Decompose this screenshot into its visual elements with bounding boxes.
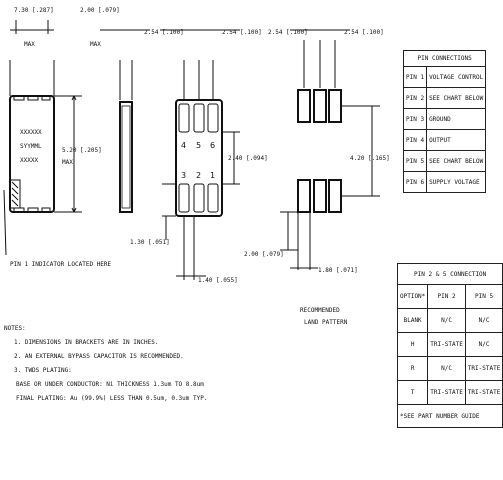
dim-body-len: 5.20 [.205] (62, 147, 102, 154)
land-pad-2 (313, 89, 327, 123)
dim-land-h: 1.80 [.071] (318, 267, 358, 274)
pin1-note: PIN 1 INDICATOR LOCATED HERE (10, 261, 112, 268)
pin-num-6: 6 (210, 141, 215, 150)
package-top-view (9, 95, 55, 213)
land-pad-3 (328, 89, 342, 123)
marking-line-2: SYYMML (20, 143, 42, 150)
dim-height-side: 2.00 [.079] (80, 7, 120, 14)
pin-label: PIN 6 (402, 171, 428, 193)
pin-num-5: 5 (196, 141, 201, 150)
pin2-cell: N/C (427, 308, 466, 333)
top-pad-notches (13, 96, 51, 212)
land-pad-5 (313, 179, 327, 213)
pin-func: OUTPUT (426, 129, 487, 151)
pin-label: PIN 3 (402, 108, 428, 130)
pin2-cell: TRI-STATE (427, 332, 466, 357)
pin2-cell: TRI-STATE (427, 380, 466, 405)
bottom-pad-3 (178, 183, 190, 213)
pin5-cell: TRI-STATE (464, 380, 503, 405)
col-header-pin5: PIN 5 (464, 284, 503, 309)
package-side-view (119, 101, 133, 213)
pin-func: SEE CHART BELOW (426, 87, 487, 109)
land-pad-4 (297, 179, 311, 213)
col-header-pin2: PIN 2 (427, 284, 466, 309)
option-cell: R (396, 356, 429, 381)
pin2-cell: N/C (427, 356, 466, 381)
land-pad-6 (328, 179, 342, 213)
dim-pitch-a: 2.54 [.100] (144, 29, 184, 36)
dim-pitch-land2: 2.54 [.100] (344, 29, 384, 36)
bottom-pad-2 (193, 183, 205, 213)
option-cell: BLANK (396, 308, 429, 333)
dim-body-len-unit: MAX (62, 159, 73, 166)
dim-pitch-b: 2.54 [.100] (222, 29, 262, 36)
land-title-2: LAND PATTERN (304, 319, 348, 326)
pin25-footnote: *SEE PART NUMBER GUIDE (396, 404, 503, 428)
pin-label: PIN 2 (402, 87, 428, 109)
col-header-option: OPTION* (396, 284, 429, 309)
dim-width-top: 7.30 [.287] (14, 7, 54, 14)
notes-title: NOTES: (4, 325, 26, 332)
pin-func: SUPPLY VOLTAGE (426, 171, 487, 193)
pin-func: GROUND (426, 108, 487, 130)
dim-width-top-unit: MAX (24, 41, 35, 48)
dim-pad-h: 1.40 [.055] (198, 277, 238, 284)
note-1: 1. DIMENSIONS IN BRACKETS ARE IN INCHES. (14, 339, 159, 346)
pin-num-4: 4 (181, 141, 186, 150)
note-2: 2. AN EXTERNAL BYPASS CAPACITOR IS RECOM… (14, 353, 184, 360)
pin25-connection-table: PIN 2 & 5 CONNECTION OPTION* PIN 2 PIN 5… (396, 263, 503, 428)
bottom-pad-5 (193, 103, 205, 133)
option-cell: T (396, 380, 429, 405)
mechanical-drawing: 7.30 [.287] MAX 2.00 [.079] MAX 2.54 [.1… (3, 7, 390, 326)
pin-label: PIN 4 (402, 129, 428, 151)
pin-label: PIN 5 (402, 150, 428, 172)
note-3a: BASE OR UNDER CONDUCTOR: Ni THICKNESS 1.… (16, 381, 204, 388)
package-bottom-view (175, 99, 223, 217)
table-header-row: OPTION* PIN 2 PIN 5 (396, 284, 503, 309)
dim-land-row: 4.20 [.165] (350, 155, 390, 162)
pin-label: PIN 1 (402, 66, 428, 88)
pin5-cell: N/C (464, 332, 503, 357)
land-pad-1 (297, 89, 311, 123)
pin-num-2: 2 (196, 171, 201, 180)
notes-block: NOTES: 1. DIMENSIONS IN BRACKETS ARE IN … (4, 322, 207, 406)
note-3b: FINAL PLATING: Au (99.9%) LESS THAN 0.5u… (16, 395, 208, 402)
dim-land-w: 2.00 [.079] (244, 251, 284, 258)
dim-pitch-land: 2.54 [.100] (268, 29, 308, 36)
dim-pad-row: 2.40 [.094] (228, 155, 268, 162)
marking-line-3: XXXXX (20, 157, 38, 164)
dim-pad-w: 1.30 [.051] (130, 239, 170, 246)
option-cell: H (396, 332, 429, 357)
bottom-pad-4 (178, 103, 190, 133)
pin5-cell: N/C (464, 308, 503, 333)
pin5-cell: TRI-STATE (464, 356, 503, 381)
dim-height-side-unit: MAX (90, 41, 101, 48)
pin-connections-title: PIN CONNECTIONS (402, 50, 487, 67)
pin25-title: PIN 2 & 5 CONNECTION (396, 263, 503, 285)
pin1-indicator-icon (9, 179, 21, 209)
note-3: 3. TWDS PLATING: (14, 367, 72, 374)
pin-func: SEE CHART BELOW (426, 150, 487, 172)
pin-num-1: 1 (210, 171, 215, 180)
bottom-pad-1 (207, 183, 219, 213)
pin-func: VOLTAGE CONTROL (426, 66, 487, 88)
land-title-1: RECOMMENDED (300, 307, 340, 314)
bottom-pad-6 (207, 103, 219, 133)
pin-num-3: 3 (181, 171, 186, 180)
marking-line-1: XXXXXX (20, 129, 42, 136)
